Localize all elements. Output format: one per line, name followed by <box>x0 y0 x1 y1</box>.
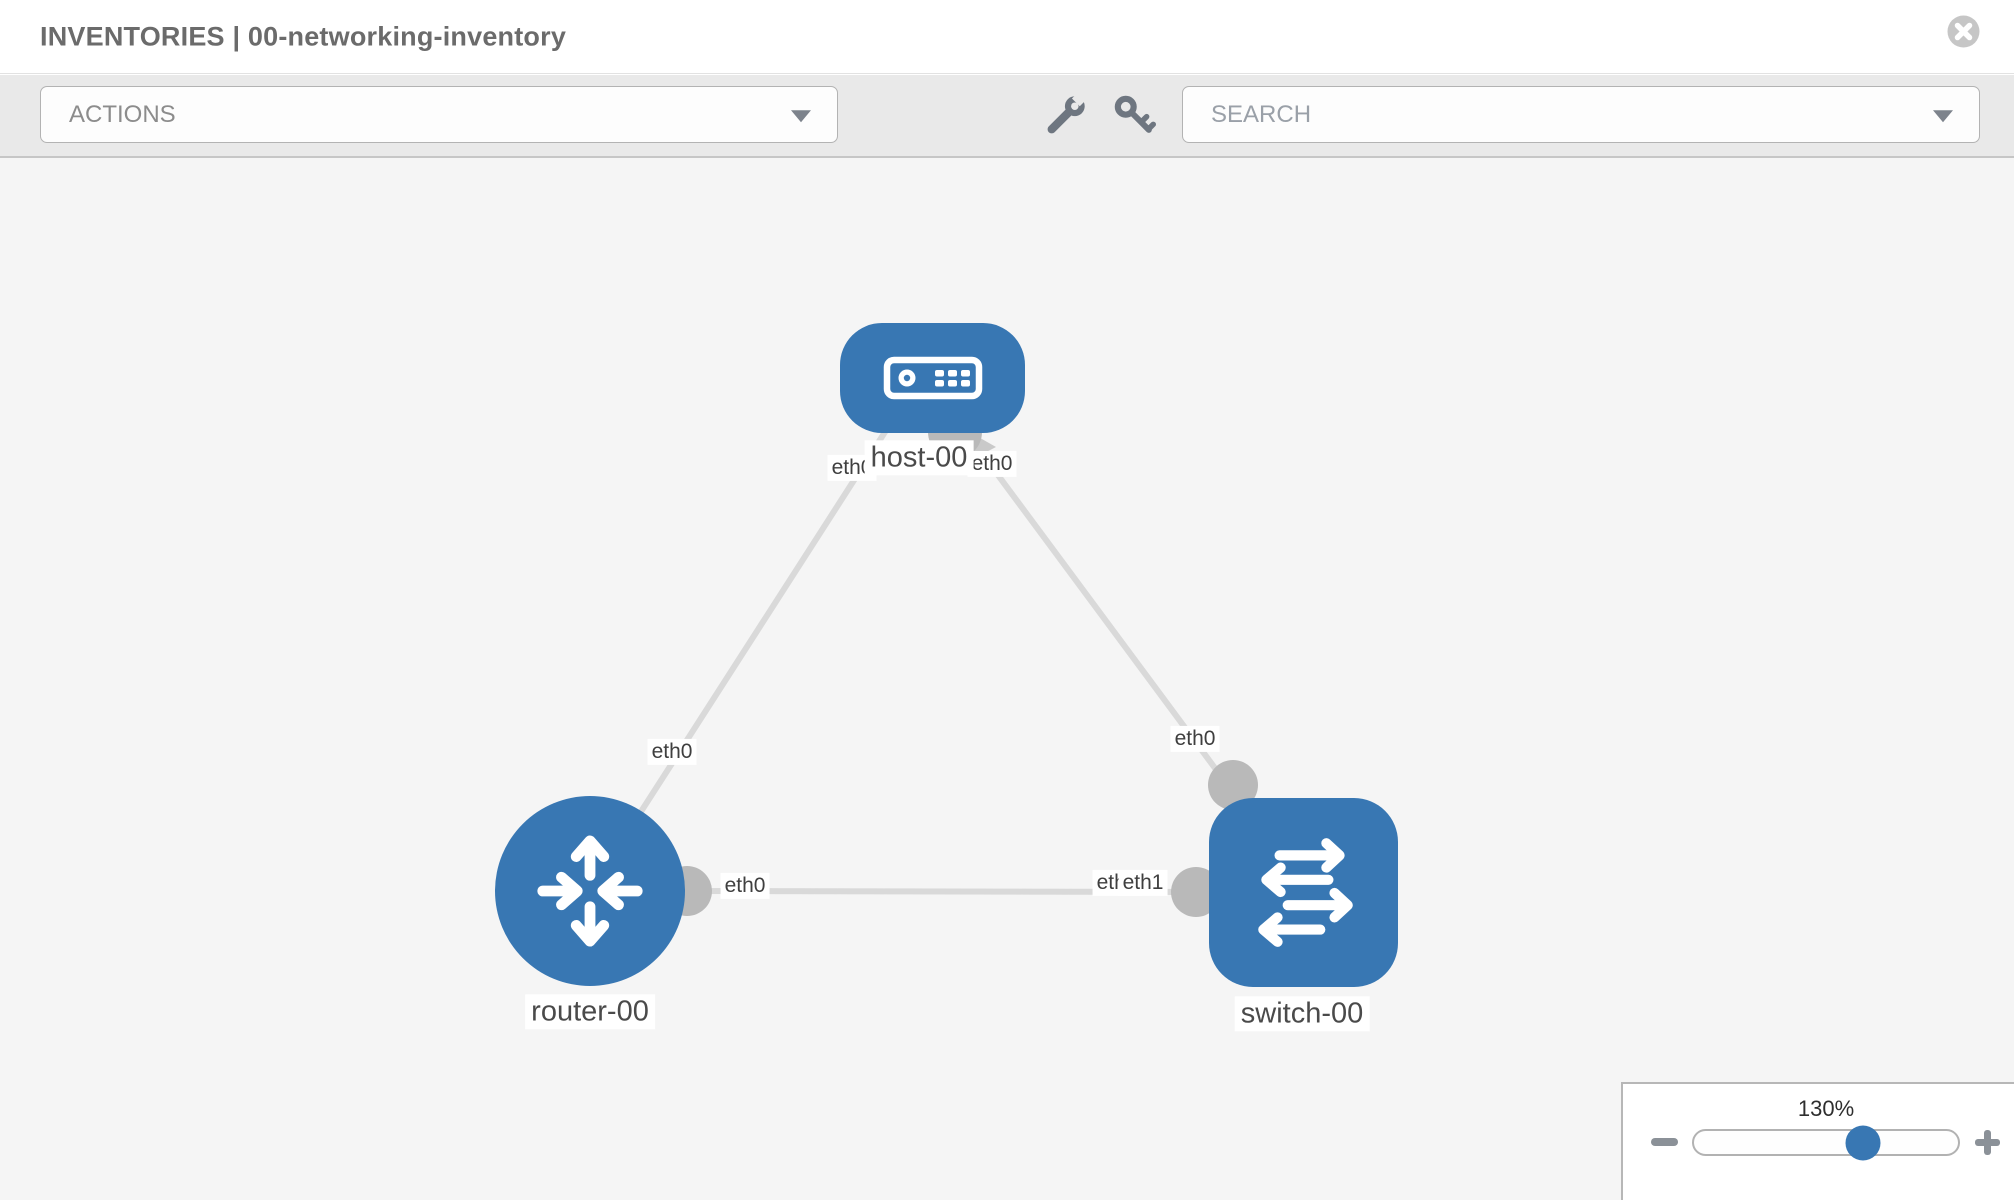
wrench-icon <box>1047 90 1088 134</box>
iface-label-host-eth0-right: eth0 <box>967 450 1017 478</box>
search-dropdown[interactable]: SEARCH <box>1182 86 1980 143</box>
key-icon <box>1114 95 1156 133</box>
link-router-host <box>587 402 906 893</box>
node-label-switch: switch-00 <box>1234 996 1370 1032</box>
node-router-00[interactable] <box>495 796 685 986</box>
node-label-router: router-00 <box>525 994 655 1030</box>
header: INVENTORIES | 00-networking-inventory <box>0 0 2014 74</box>
port-circle-switch-eth0[interactable] <box>1208 760 1258 810</box>
zoom-slider[interactable] <box>1692 1125 1960 1160</box>
node-switch-00[interactable] <box>1209 798 1398 987</box>
iface-label-host-eth0-left: eth0 <box>827 454 877 482</box>
node-label-host: host-00 <box>864 440 974 476</box>
iface-label-router-eth0-hostlink: eth0 <box>647 738 697 766</box>
host-icon <box>883 356 982 400</box>
zoom-level: 130% <box>1797 1096 1855 1121</box>
switch-icon <box>1257 837 1353 947</box>
credentials-button[interactable] <box>1112 93 1156 137</box>
zoom-out-button[interactable] <box>1651 1138 1678 1146</box>
close-icon <box>1947 15 1980 48</box>
chevron-down-icon <box>791 109 811 122</box>
chevron-down-icon <box>1933 109 1953 122</box>
router-icon <box>537 835 643 947</box>
adhoc-commands-button[interactable] <box>1044 90 1088 137</box>
iface-label-switch-eth0: eth0 <box>1170 725 1220 753</box>
actions-dropdown[interactable]: ACTIONS <box>40 86 838 143</box>
zoom-in-button[interactable] <box>1975 1130 2000 1155</box>
topology-canvas[interactable]: host-00 router-00 switch-00 eth0 eth0 et… <box>0 158 2014 1200</box>
search-placeholder: SEARCH <box>1211 100 1312 128</box>
page-title: INVENTORIES | 00-networking-inventory <box>40 21 567 51</box>
close-button[interactable] <box>1947 15 1980 48</box>
zoom-slider-handle[interactable] <box>1845 1125 1881 1160</box>
zoom-panel: 130% <box>1621 1082 2014 1200</box>
iface-label-router-eth0-switchlink: eth0 <box>720 872 770 900</box>
port-circle-switch-eth1[interactable] <box>1171 867 1221 917</box>
iface-label-switch-eth1: eth1 <box>1118 869 1168 897</box>
actions-dropdown-label: ACTIONS <box>69 100 176 128</box>
node-host-00[interactable] <box>840 323 1025 433</box>
links-layer <box>587 402 1258 917</box>
toolbar: ACTIONS SEARCH <box>0 75 2014 158</box>
